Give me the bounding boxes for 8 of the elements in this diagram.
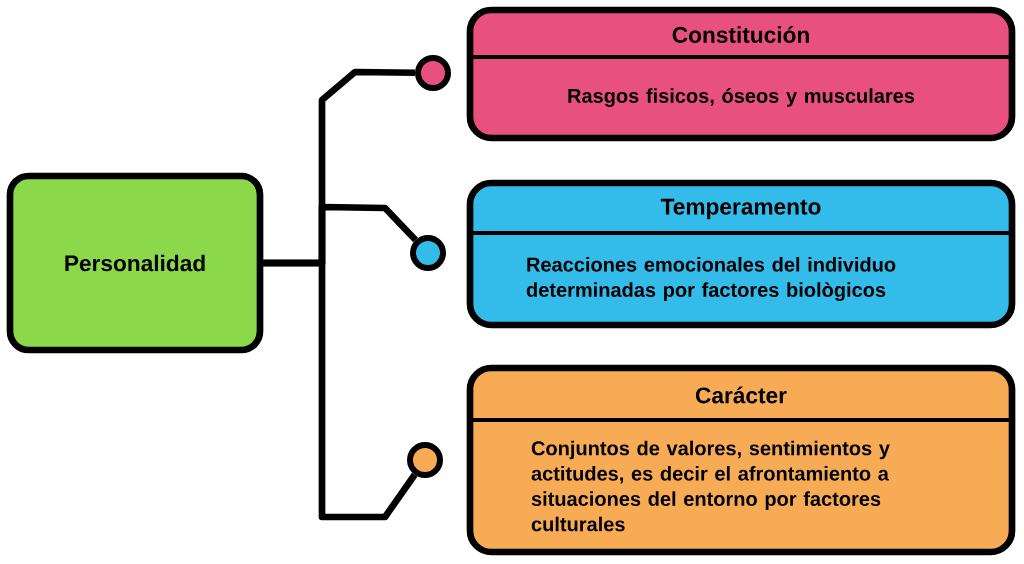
category-box: Temperamento Reacciones emocionales del individuo determinadas por factores biològicos (466, 179, 1016, 329)
concept-box: Personalidad (6, 172, 264, 354)
category-box: Carácter Conjuntos de valores, sentimientos y actitudes, es decir el afrontamiento a situaciones del entorno por factores culturales (466, 364, 1016, 556)
category-box: Constitución Rasgos fisicos, óseos y musculares (466, 6, 1016, 142)
circle-marker (415, 55, 451, 91)
connector-line (263, 259, 418, 521)
circle-marker (407, 442, 443, 478)
circle-marker (410, 235, 446, 271)
